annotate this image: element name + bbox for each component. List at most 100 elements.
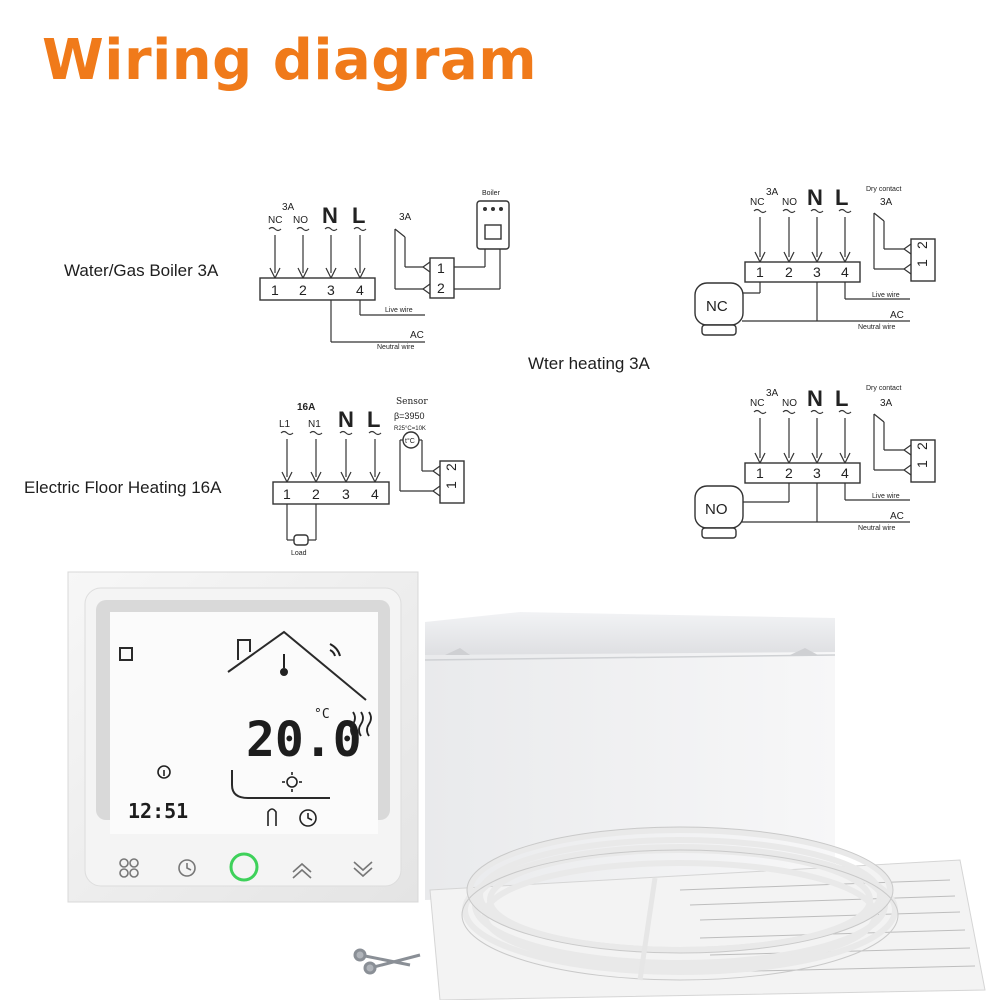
- info-icon: [157, 765, 171, 779]
- label-l: L: [352, 203, 365, 228]
- temperature-display: 20.0: [246, 712, 362, 768]
- temperature-unit: °C: [314, 707, 330, 722]
- terminal-block: [259, 277, 376, 301]
- valve-nc-label: NC: [706, 298, 728, 315]
- product-photo: 20.0 °C 12:51: [67, 571, 986, 1000]
- live-wire-label: Live wire: [872, 493, 900, 500]
- terminal-3: 3: [342, 486, 350, 502]
- floor-heating-wiring-diagram: 16A L1 N1 N L 1 2 3 4 Load Sensor β=3950…: [272, 397, 465, 557]
- terminal-2: 2: [312, 486, 320, 502]
- terminal-2: 2: [299, 282, 307, 298]
- dry-contact-label: Dry contact: [866, 186, 901, 193]
- terminal-1: 1: [283, 486, 291, 502]
- label-no: NO: [293, 215, 308, 226]
- relay-3a-label: 3A: [399, 212, 412, 223]
- nc-valve-wiring-diagram: Dry contact NC 3A NO N L 1 2 3 4 Live wi…: [694, 185, 936, 336]
- terminal-4: 4: [841, 465, 849, 481]
- sensor-terminal-block: [439, 460, 465, 504]
- label-3a: 3A: [766, 388, 779, 399]
- ac-label: AC: [410, 330, 424, 341]
- neutral-wire-label: Neutral wire: [858, 324, 895, 331]
- terminal-4: 4: [371, 486, 379, 502]
- relay-terminal-1: 1: [914, 460, 930, 468]
- label-l1: L1: [279, 419, 291, 430]
- label-n: N: [807, 185, 823, 210]
- mounting-screws: [353, 948, 421, 975]
- terminal-1: 1: [271, 282, 279, 298]
- ac-label: AC: [890, 310, 904, 321]
- label-n: N: [322, 203, 338, 228]
- relay-terminal-2: 2: [437, 280, 445, 296]
- mode-button[interactable]: [119, 858, 139, 878]
- relay-terminal-block: [910, 439, 936, 483]
- sun-icon: [282, 772, 302, 792]
- boiler-wiring-diagram: NC 3A NO N L 1 2 3 4 Live wire AC Neutra…: [259, 190, 510, 351]
- label-3a: 3A: [282, 202, 295, 213]
- neutral-wire-label: Neutral wire: [377, 344, 414, 351]
- label-3a: 3A: [766, 187, 779, 198]
- label-l: L: [835, 386, 848, 411]
- clock-button[interactable]: [178, 859, 196, 877]
- dry-contact-label: Dry contact: [866, 385, 901, 392]
- label-no: NO: [782, 197, 797, 208]
- packaging-box: [424, 612, 836, 900]
- label-n: N: [807, 386, 823, 411]
- relay-terminal-1: 1: [914, 259, 930, 267]
- relay-3a-label: 3A: [880, 197, 893, 208]
- sensor-terminal-1: 1: [443, 481, 459, 489]
- sensor-unit: t°C: [405, 437, 415, 445]
- relay-terminal-2: 2: [914, 241, 930, 249]
- label-no: NO: [782, 398, 797, 409]
- sensor-r25: R25°C=10K: [394, 426, 426, 432]
- terminal-block: [744, 462, 861, 484]
- label-nc: NC: [750, 197, 764, 208]
- label-l: L: [835, 185, 848, 210]
- caption-floor-heating: Electric Floor Heating 16A: [24, 478, 222, 497]
- label-16a: 16A: [297, 402, 315, 413]
- thermometer-icon: [280, 654, 288, 676]
- terminal-1: 1: [756, 465, 764, 481]
- terminal-block: [272, 481, 390, 505]
- sensor-beta: β=3950: [394, 411, 424, 421]
- schedule-clock-icon: [299, 809, 317, 827]
- terminal-block: [744, 261, 861, 283]
- down-arrow-button[interactable]: [353, 861, 373, 878]
- label-l: L: [367, 407, 380, 432]
- terminal-3: 3: [327, 282, 335, 298]
- thermostat: 20.0 °C 12:51: [67, 571, 419, 903]
- page-title: Wiring diagram: [42, 28, 538, 93]
- label-n1: N1: [308, 419, 321, 430]
- label-nc: NC: [268, 215, 282, 226]
- live-wire-label: Live wire: [872, 292, 900, 299]
- wifi-icon: [329, 643, 341, 657]
- sensor-terminal-2: 2: [443, 463, 459, 471]
- relay-terminal-block: [910, 238, 936, 282]
- label-nc: NC: [750, 398, 764, 409]
- clock-display: 12:51: [128, 799, 188, 823]
- valve-no-label: NO: [705, 501, 728, 518]
- relay-terminal-2: 2: [914, 442, 930, 450]
- sensor-label: Sensor: [396, 397, 428, 407]
- label-n: N: [338, 407, 354, 432]
- caption-water-heating: Wter heating 3A: [528, 354, 650, 373]
- up-arrow-button[interactable]: [292, 862, 312, 879]
- terminal-3: 3: [813, 264, 821, 280]
- load-label: Load: [291, 550, 307, 557]
- terminal-3: 3: [813, 465, 821, 481]
- no-valve-wiring-diagram: Dry contact NC 3A NO N L 1 2 3 4 Live wi…: [694, 385, 936, 539]
- neutral-wire-label: Neutral wire: [858, 525, 895, 532]
- ac-label: AC: [890, 511, 904, 522]
- caption-boiler: Water/Gas Boiler 3A: [64, 261, 219, 280]
- relay-terminal-block: [429, 257, 455, 299]
- terminal-4: 4: [356, 282, 364, 298]
- relay-terminal-1: 1: [437, 260, 445, 276]
- power-button[interactable]: [229, 852, 259, 882]
- heating-waves-icon: [350, 711, 372, 737]
- load-icon: [293, 534, 309, 546]
- relay-3a-label: 3A: [880, 398, 893, 409]
- hand-icon: [267, 808, 277, 826]
- live-wire-label: Live wire: [385, 307, 413, 314]
- terminal-2: 2: [785, 264, 793, 280]
- terminal-2: 2: [785, 465, 793, 481]
- terminal-4: 4: [841, 264, 849, 280]
